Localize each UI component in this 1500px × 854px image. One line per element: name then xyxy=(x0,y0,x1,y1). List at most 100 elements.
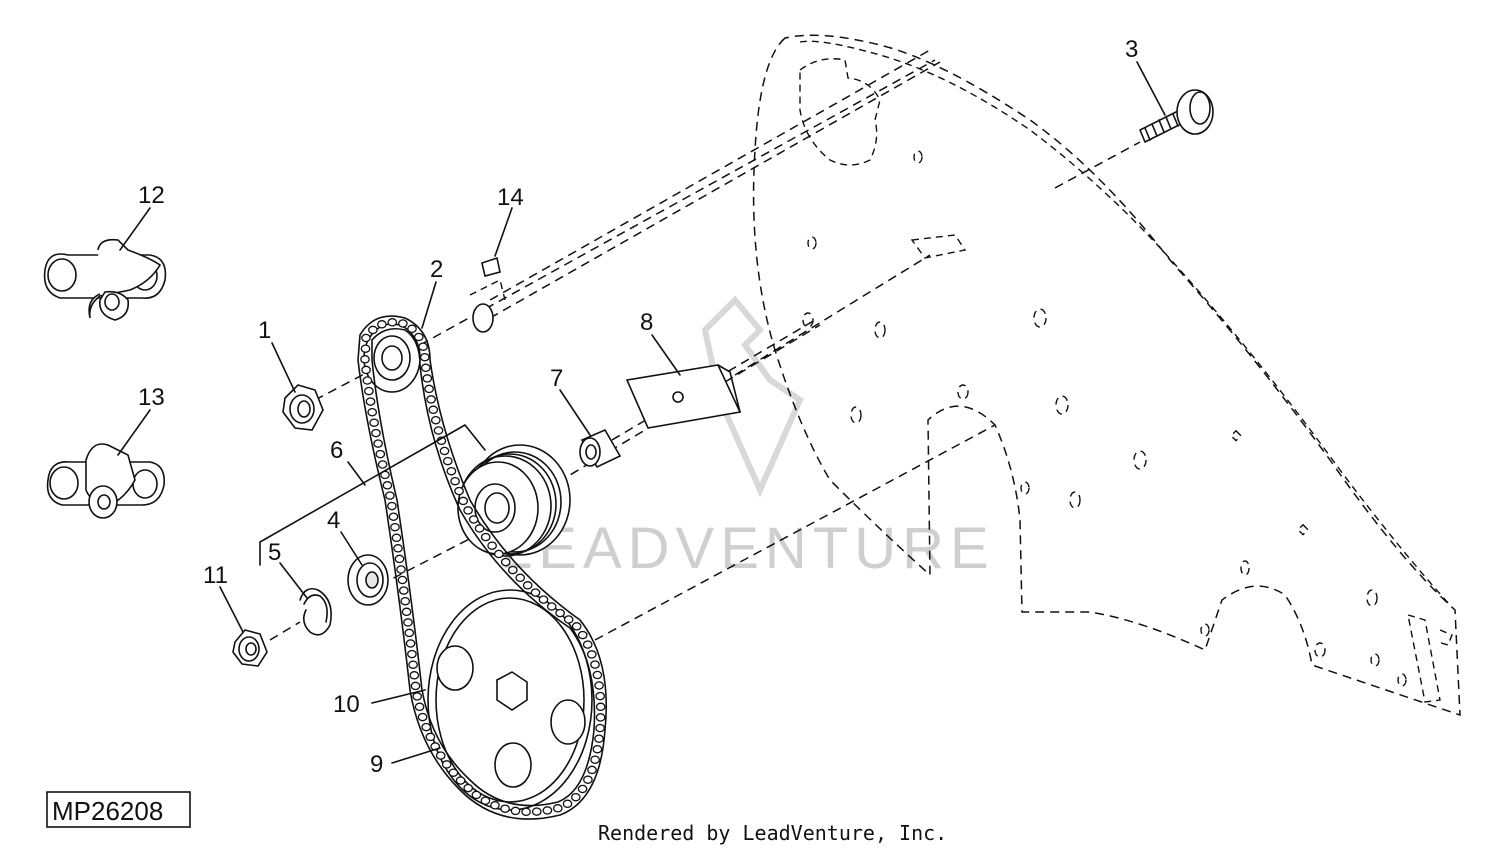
chain-roller xyxy=(377,460,388,469)
chain-roller xyxy=(450,476,460,486)
callout-11: 11 xyxy=(203,562,228,589)
drawing-code: MP26208 xyxy=(52,796,163,826)
chain-roller xyxy=(595,702,606,712)
chain-roller xyxy=(592,744,603,754)
chain-roller xyxy=(368,325,378,335)
watermark-text: LEADVENTURE xyxy=(500,516,995,581)
chain-roller xyxy=(594,681,604,690)
callout-2: 2 xyxy=(430,256,443,283)
chain-roller xyxy=(418,342,428,351)
chain-roller xyxy=(468,515,479,524)
callout-12: 12 xyxy=(138,182,165,209)
chain-roller xyxy=(387,318,398,327)
chain-roller xyxy=(442,456,453,466)
chain-roller xyxy=(361,333,371,343)
part-nut-upper xyxy=(282,384,324,431)
chain-roller xyxy=(401,607,412,617)
part-shaft xyxy=(469,278,506,333)
chain-roller xyxy=(375,449,386,459)
chain-roller xyxy=(471,790,482,800)
chain-roller xyxy=(587,765,597,775)
chain-roller xyxy=(570,792,581,802)
chain-roller xyxy=(458,496,469,506)
chain-roller xyxy=(377,320,387,329)
chain-roller xyxy=(562,799,573,809)
chain-roller xyxy=(546,602,557,611)
chain-roller xyxy=(446,466,457,476)
chain-roller xyxy=(555,608,565,618)
callout-3: 3 xyxy=(1125,36,1138,63)
chain-roller xyxy=(408,660,418,669)
chain-roller xyxy=(480,796,491,805)
part-spacer xyxy=(579,428,622,469)
callout-8: 8 xyxy=(640,309,653,336)
chain-roller xyxy=(522,581,533,590)
drawing-code-label: MP26208 xyxy=(46,791,191,828)
callout-7: 7 xyxy=(550,365,563,392)
chain-roller xyxy=(595,713,606,722)
chain-roller xyxy=(441,760,452,769)
chain-roller xyxy=(387,501,397,511)
chain-roller xyxy=(420,363,431,373)
callout-9: 9 xyxy=(370,751,383,778)
chain-roller xyxy=(490,801,500,810)
chain-roller xyxy=(595,723,605,733)
chain-roller xyxy=(362,376,373,385)
part-tensioner-block xyxy=(625,364,742,429)
chain-roller xyxy=(385,491,395,500)
chain-roller xyxy=(480,532,491,542)
chain-roller xyxy=(531,807,542,816)
chain-roller xyxy=(500,804,510,813)
chain-roller xyxy=(463,783,474,793)
chain-roller xyxy=(360,355,370,364)
chain-roller xyxy=(413,332,424,342)
part-bearing xyxy=(347,554,389,606)
side-plate xyxy=(752,34,1461,717)
callout-numbers: 1 2 3 4 5 6 7 8 9 10 11 12 13 14 xyxy=(138,36,1138,778)
chain-roller xyxy=(487,541,497,550)
part-nut-lower xyxy=(232,629,268,667)
chain-roller xyxy=(463,506,473,515)
chain-roller xyxy=(538,595,549,604)
chain-roller xyxy=(410,681,421,691)
callout-5: 5 xyxy=(268,539,281,566)
chain-roller xyxy=(398,586,409,595)
callout-10: 10 xyxy=(333,691,360,718)
chain-roller xyxy=(371,428,381,438)
part-key xyxy=(481,256,501,277)
chain-roller xyxy=(412,692,423,701)
chain-roller xyxy=(365,397,376,406)
chain-roller xyxy=(474,524,485,533)
chain-roller xyxy=(425,732,436,742)
chain-roller xyxy=(530,588,541,597)
chain-roller xyxy=(367,407,378,417)
chain-roller xyxy=(577,630,588,640)
chain-roller xyxy=(397,575,408,585)
chain-roller xyxy=(439,446,450,456)
chain-roller xyxy=(405,639,416,648)
chain-roller xyxy=(586,650,597,659)
chain-roller xyxy=(542,806,553,815)
credit-text: Rendered by LeadVenture, Inc. xyxy=(598,821,947,845)
chain-roller xyxy=(388,512,399,521)
chain-roller xyxy=(404,628,415,638)
chain-roller xyxy=(391,533,402,543)
chain-roller xyxy=(424,384,434,394)
chain-roller xyxy=(590,755,600,764)
chain-roller xyxy=(407,324,417,334)
chain-roller xyxy=(563,615,574,624)
chain-roller xyxy=(515,573,526,583)
chain-roller xyxy=(433,426,444,435)
chain-roller xyxy=(493,549,504,559)
leader-lines xyxy=(117,61,1166,764)
chain-roller xyxy=(594,734,604,743)
chain-roller xyxy=(592,670,603,680)
chain-roller xyxy=(590,660,600,669)
chain-roller xyxy=(454,486,464,496)
part-bolt xyxy=(1139,89,1214,143)
part-connecting-link xyxy=(43,238,167,321)
chain-roller xyxy=(419,352,430,362)
part-snap-ring xyxy=(299,587,332,636)
chain-roller xyxy=(382,481,393,490)
